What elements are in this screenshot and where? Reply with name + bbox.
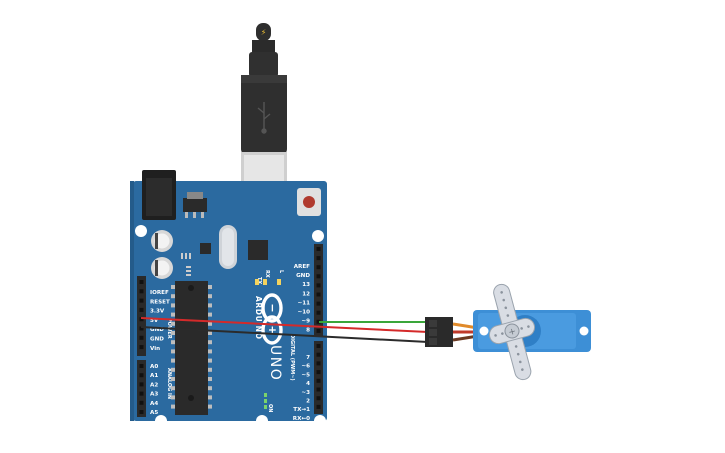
pin-label: A5 <box>150 410 158 416</box>
power-wire[interactable] <box>140 317 429 333</box>
header-socket[interactable] <box>139 391 144 396</box>
pin-label: A0 <box>150 364 158 370</box>
svg-text:−: − <box>266 303 279 312</box>
header-socket[interactable] <box>316 328 321 333</box>
pin-label: ~9 <box>301 319 310 325</box>
pin-label: 3.3V <box>150 309 165 315</box>
header-socket[interactable] <box>139 326 144 331</box>
pin-label: 7 <box>306 355 310 361</box>
pin-label: A2 <box>150 382 158 388</box>
header-socket[interactable] <box>316 292 321 297</box>
pin-label: A3 <box>150 392 158 398</box>
svg-text:+: + <box>266 325 279 334</box>
arduino-logo <box>261 293 283 345</box>
pin-label: GND <box>296 273 310 279</box>
header-socket[interactable] <box>316 387 321 392</box>
pin-label: 2 <box>306 399 310 405</box>
pin-label: 5V <box>150 318 159 324</box>
on-led-label: ON <box>267 404 273 412</box>
ground-wire[interactable] <box>140 326 429 343</box>
brand-label: ARDUINO <box>254 296 263 340</box>
header-socket[interactable] <box>316 378 321 383</box>
servo-connector[interactable] <box>425 317 479 347</box>
header-socket[interactable] <box>139 289 144 294</box>
usb-symbol-icon <box>257 102 271 134</box>
power-header[interactable] <box>137 276 146 356</box>
pin-label: ~3 <box>301 390 310 396</box>
header-socket[interactable] <box>139 400 144 405</box>
mounting-hole <box>135 225 147 237</box>
header-socket[interactable] <box>316 247 321 251</box>
l-led-label: L <box>278 270 284 274</box>
voltage-regulator <box>183 198 207 212</box>
header-socket[interactable] <box>316 256 321 261</box>
pin-label: 8 <box>306 328 310 334</box>
mounting-hole <box>256 415 268 427</box>
lightning-icon: ⚡ <box>261 28 267 37</box>
pin-label: ~6 <box>301 364 310 370</box>
digital-header-top[interactable] <box>314 244 323 337</box>
rx-led-label: RX <box>264 270 270 278</box>
digital-label: DIGITAL (PWM~) <box>289 334 295 381</box>
header-socket[interactable] <box>316 361 321 366</box>
pin-label: TX→1 <box>293 407 310 413</box>
model-label: UNO <box>267 345 283 381</box>
header-socket[interactable] <box>139 382 144 387</box>
header-socket[interactable] <box>316 283 321 288</box>
mounting-hole <box>312 230 324 242</box>
pin-label: ~11 <box>298 300 311 306</box>
arduino-uno-board[interactable]: TX RX L − + ARDUINO UNO DIGITAL (PWM~) P… <box>130 170 327 427</box>
pin-label: GND <box>150 337 164 343</box>
pin-label: RX←0 <box>293 416 310 422</box>
mounting-hole <box>314 415 326 427</box>
atmega-chip <box>175 281 208 415</box>
header-socket[interactable] <box>139 280 144 284</box>
header-socket[interactable] <box>139 317 144 322</box>
screw-icon: + <box>507 327 517 339</box>
pin-label: ~5 <box>301 372 310 378</box>
pin-label: IOREF <box>150 290 169 296</box>
header-socket[interactable] <box>316 274 321 279</box>
header-socket[interactable] <box>139 335 144 340</box>
header-socket[interactable] <box>139 410 144 414</box>
pin-label: 4 <box>306 381 310 387</box>
header-socket[interactable] <box>316 344 321 348</box>
pin-label: 13 <box>302 282 310 288</box>
pin-label: GND <box>150 327 164 333</box>
pin-label: RESET <box>150 299 170 305</box>
header-socket[interactable] <box>316 404 321 409</box>
servo-horn[interactable]: + <box>477 279 547 386</box>
header-socket[interactable] <box>316 310 321 315</box>
analog-header[interactable] <box>137 360 146 417</box>
pin-label: Vin <box>150 346 160 352</box>
header-socket[interactable] <box>316 352 321 357</box>
pin-label: 12 <box>302 291 310 297</box>
pin-label: ~10 <box>298 310 311 316</box>
header-socket[interactable] <box>316 370 321 375</box>
header-socket[interactable] <box>316 319 321 324</box>
header-socket[interactable] <box>139 364 144 368</box>
digital-header-bottom[interactable] <box>314 341 323 414</box>
servo-motor[interactable]: + <box>473 279 591 386</box>
header-socket[interactable] <box>316 265 321 270</box>
header-socket[interactable] <box>316 301 321 306</box>
header-socket[interactable] <box>316 396 321 401</box>
pin-label: AREF <box>294 264 310 270</box>
usb-chip <box>248 240 268 260</box>
header-socket[interactable] <box>139 307 144 312</box>
header-socket[interactable] <box>139 345 144 350</box>
wires <box>140 317 429 343</box>
analog-section-label: ANALOG IN <box>166 368 172 399</box>
pin-label: A1 <box>150 373 158 379</box>
pin-label: A4 <box>150 401 158 407</box>
header-socket[interactable] <box>139 373 144 378</box>
mounting-hole <box>155 415 167 427</box>
header-socket[interactable] <box>139 298 144 303</box>
